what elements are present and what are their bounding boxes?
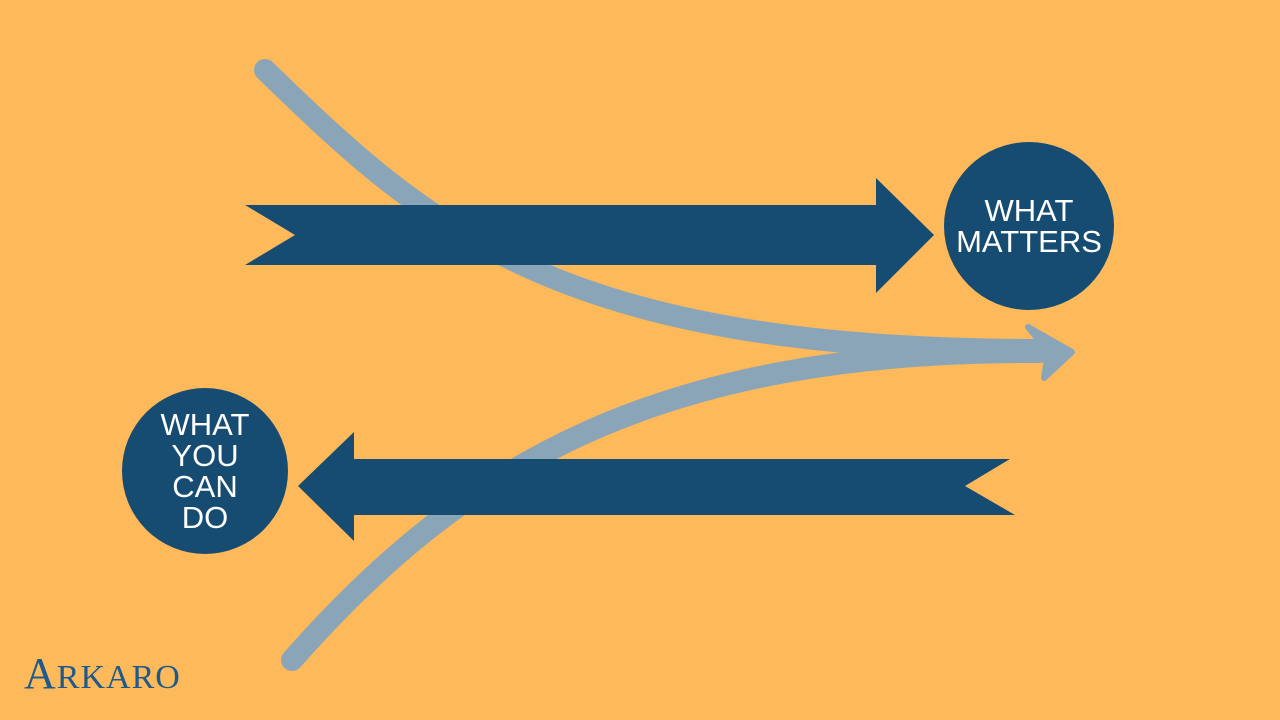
what-you-can-do-circle (122, 388, 288, 554)
right-dark-arrow (245, 178, 934, 293)
left-dark-arrow (298, 432, 1015, 541)
upper-light-curve (254, 59, 1051, 361)
lower-light-curve (281, 340, 1051, 671)
arkaro-logo: ARKARO (24, 652, 181, 696)
light-arrow-head (1025, 324, 1075, 381)
what-matters-circle (944, 142, 1114, 310)
logo-rest: RKARO (56, 659, 181, 696)
logo-first-letter: A (24, 649, 57, 698)
